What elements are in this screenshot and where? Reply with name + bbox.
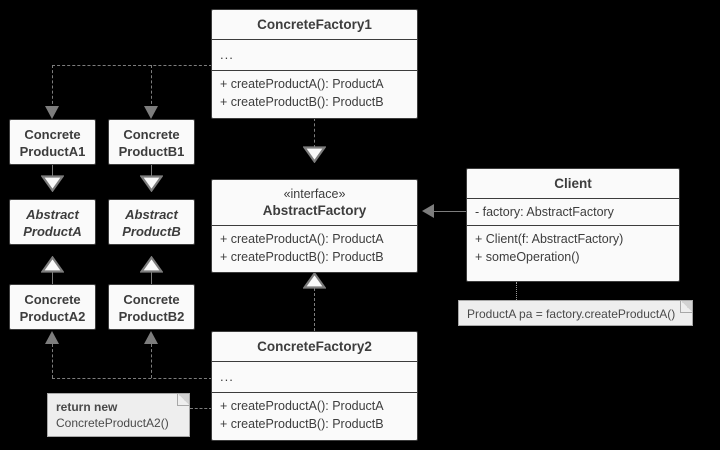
operation-line: + createProductA(): ProductA [220, 232, 384, 246]
class-name-abstract-product-b: Abstract ProductB [109, 200, 194, 244]
generalization-productb2-to-abstractproductb [151, 272, 152, 284]
class-title-line2: ProductB [122, 224, 181, 239]
dependency-cf1-to-productb1 [151, 65, 152, 109]
note-fold-icon [177, 394, 189, 406]
dependency-cf2-to-producta2 [52, 344, 53, 378]
class-title-abstract-factory: AbstractFactory [262, 203, 367, 218]
note-text: ProductA pa = factory.createProductA() [467, 307, 676, 321]
class-abstract-product-a[interactable]: Abstract ProductA [9, 199, 96, 245]
class-name-abstract-product-a: Abstract ProductA [10, 200, 95, 244]
class-title-line2: ProductA [23, 224, 82, 239]
class-title-line2: ProductA1 [19, 144, 86, 159]
operation-line: + createProductA(): ProductA [220, 399, 384, 413]
generalization-triangle-producta2 [41, 256, 64, 273]
operations-client: + Client(f: AbstractFactory) + someOpera… [467, 225, 679, 270]
operation-line: + createProductB(): ProductB [220, 95, 384, 109]
note-text-line1: return new [56, 400, 118, 414]
dependency-cf2-horizontal [52, 378, 212, 379]
realization-triangle-cf1 [303, 146, 326, 163]
operations-concrete-factory1: + createProductA(): ProductA + createPro… [212, 70, 417, 115]
generalization-triangle-productb1 [140, 175, 163, 192]
generalization-productb1-to-abstractproductb [151, 165, 152, 177]
operation-line: + Client(f: AbstractFactory) [475, 232, 624, 246]
note-client-code[interactable]: ProductA pa = factory.createProductA() [458, 300, 693, 326]
class-title-line2: ProductA2 [19, 309, 86, 324]
generalization-producta2-to-abstractproducta [52, 272, 53, 284]
realization-cf1-to-abstractfactory [314, 118, 315, 148]
arrowhead-cf2-to-productb2 [144, 331, 158, 344]
class-concrete-factory1[interactable]: ConcreteFactory1 ... + createProductA():… [211, 9, 418, 119]
note-text-line2: ConcreteProductA2() [56, 416, 169, 430]
association-client-to-abstractfactory [424, 211, 466, 212]
generalization-producta1-to-abstractproducta [52, 165, 53, 177]
class-title-line1: Concrete [123, 292, 180, 307]
class-name-abstract-factory: «interface» AbstractFactory [212, 180, 417, 225]
note-factory-code[interactable]: return new ConcreteProductA2() [47, 393, 190, 437]
class-title-line1: Concrete [24, 127, 81, 142]
class-name-concrete-product-a2: Concrete ProductA2 [10, 285, 95, 329]
class-concrete-product-a1[interactable]: Concrete ProductA1 [9, 119, 96, 165]
arrowhead-cf1-to-producta1 [45, 106, 59, 119]
arrowhead-client-to-abstractfactory [422, 204, 434, 218]
class-concrete-product-b2[interactable]: Concrete ProductB2 [108, 284, 195, 330]
note-fold-icon [680, 301, 692, 313]
dependency-cf1-horizontal [52, 65, 212, 66]
operation-line: + createProductB(): ProductB [220, 417, 384, 431]
note-anchor-client [516, 282, 517, 300]
attribute-line: - factory: AbstractFactory [475, 205, 614, 219]
class-title-line1: Concrete [24, 292, 81, 307]
dependency-cf1-to-producta1 [52, 65, 53, 109]
class-title-line1: Concrete [123, 127, 180, 142]
class-name-concrete-factory1: ConcreteFactory1 [257, 17, 372, 32]
note-anchor-factory [190, 408, 212, 409]
arrowhead-cf2-to-producta2 [45, 331, 59, 344]
attributes-concrete-factory2: ... [212, 361, 417, 392]
class-abstract-product-b[interactable]: Abstract ProductB [108, 199, 195, 245]
arrowhead-cf1-to-productb1 [144, 106, 158, 119]
class-title-line2: ProductB1 [118, 144, 185, 159]
class-title-line1: Abstract [26, 207, 79, 222]
realization-cf2-to-abstractfactory [314, 288, 315, 331]
stereotype-interface: «interface» [283, 187, 346, 201]
operation-line: + createProductB(): ProductB [220, 250, 384, 264]
class-concrete-factory2[interactable]: ConcreteFactory2 ... + createProductA():… [211, 331, 418, 441]
attributes-client: - factory: AbstractFactory [467, 198, 679, 225]
operations-concrete-factory2: + createProductA(): ProductA + createPro… [212, 392, 417, 437]
class-name-concrete-product-b1: Concrete ProductB1 [109, 120, 194, 164]
attributes-concrete-factory1: ... [212, 39, 417, 70]
class-name-concrete-product-b2: Concrete ProductB2 [109, 285, 194, 329]
class-name-concrete-product-a1: Concrete ProductA1 [10, 120, 95, 164]
generalization-triangle-producta1 [41, 175, 64, 192]
class-title-line1: Abstract [125, 207, 178, 222]
class-name-concrete-factory2: ConcreteFactory2 [257, 339, 372, 354]
class-abstract-factory[interactable]: «interface» AbstractFactory + createProd… [211, 179, 418, 273]
operations-abstract-factory: + createProductA(): ProductA + createPro… [212, 225, 417, 270]
class-client[interactable]: Client - factory: AbstractFactory + Clie… [466, 168, 680, 282]
class-concrete-product-b1[interactable]: Concrete ProductB1 [108, 119, 195, 165]
generalization-triangle-productb2 [140, 256, 163, 273]
operation-line: + someOperation() [475, 250, 580, 264]
class-concrete-product-a2[interactable]: Concrete ProductA2 [9, 284, 96, 330]
realization-triangle-cf2 [303, 272, 326, 289]
class-title-line2: ProductB2 [118, 309, 185, 324]
operation-line: + createProductA(): ProductA [220, 77, 384, 91]
dependency-cf2-to-productb2 [151, 344, 152, 378]
class-name-client: Client [554, 176, 592, 191]
